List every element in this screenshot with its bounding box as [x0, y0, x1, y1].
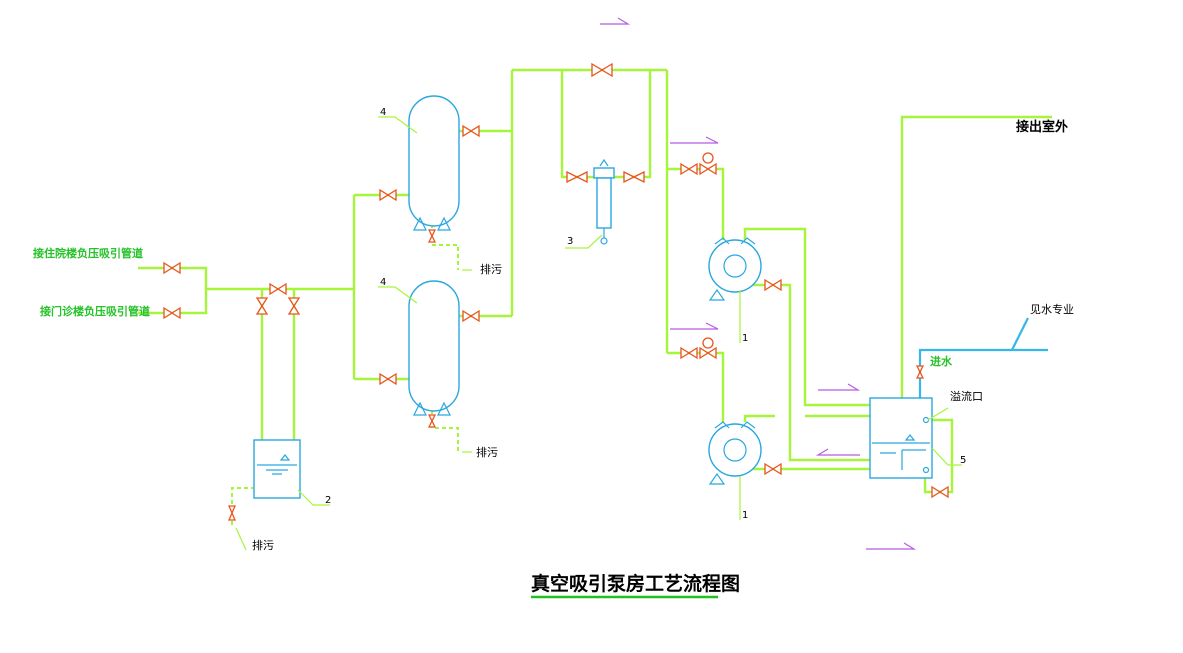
drain-label-lower: 排污 [476, 445, 498, 459]
inlet-label-outpatient: 接门诊楼负压吸引管道 [40, 304, 150, 318]
valves [163, 62, 949, 521]
valve-filter-in [566, 170, 588, 184]
valve-drain-tank [228, 505, 236, 521]
motor-valve-upper [702, 152, 714, 164]
valve-vessel-upper-out [462, 124, 480, 138]
inlet-label-inpatient: 接住院楼负压吸引管道 [33, 246, 143, 260]
valve-bypass [591, 62, 613, 78]
number-pump-upper: 1 [742, 333, 748, 344]
water-supply-label: 见水专业 [1030, 302, 1074, 316]
leader-lines [235, 116, 962, 551]
water-supply-leader [1011, 317, 1029, 351]
drain-label-tank: 排污 [252, 538, 274, 552]
flow-arrows [600, 17, 917, 550]
water-tank [869, 397, 933, 479]
valve-drain-lower [427, 414, 437, 428]
valve-water-in [915, 365, 925, 379]
valve-pump-lower-in-2 [699, 346, 717, 360]
valve-pump-lower-water [764, 462, 782, 476]
vacuum-vessel-upper [408, 95, 460, 231]
vacuum-pump-lower [708, 421, 762, 485]
water-supply-pipes [918, 348, 1048, 398]
water-in-label: 进水 [930, 354, 953, 368]
valve-filter-out [623, 170, 645, 184]
valve-vessel-lower-in [379, 372, 397, 386]
vacuum-vessel-lower [408, 280, 460, 416]
valve-pump-upper-in-2 [699, 162, 717, 176]
number-vessel-upper: 4 [380, 107, 386, 118]
valve-vessel-upper-in [379, 188, 397, 202]
diagram-title: 真空吸引泵房工艺流程图 [531, 572, 740, 595]
bacteria-filter [593, 158, 615, 245]
number-vessel-lower: 4 [380, 277, 386, 288]
valve-inlet-1 [163, 261, 181, 275]
vacuum-pump-upper [708, 237, 762, 301]
valve-pump-upper-water [764, 278, 782, 292]
valve-tank-branch-2 [287, 297, 301, 315]
vacuum-pipes [138, 68, 1052, 494]
overflow-label: 溢流口 [950, 389, 983, 403]
collection-tank [253, 439, 301, 499]
drain-label-upper: 排污 [480, 262, 502, 276]
number-filter: 3 [567, 236, 573, 247]
valve-header [269, 282, 287, 296]
motor-valve-lower [702, 337, 714, 349]
outdoor-label: 接出室外 [1016, 119, 1068, 135]
number-pump-lower: 1 [742, 510, 748, 521]
valve-inlet-2 [163, 306, 181, 320]
number-collection-tank: 2 [325, 495, 331, 506]
number-water-tank: 5 [960, 455, 966, 466]
valve-vessel-lower-out [462, 309, 480, 323]
valve-tank-branch-1 [255, 297, 269, 315]
valve-pump-lower-in-1 [680, 346, 698, 360]
valve-drain-upper [427, 229, 437, 243]
valve-pump-upper-in-1 [680, 162, 698, 176]
valve-tank-drain [931, 485, 949, 499]
